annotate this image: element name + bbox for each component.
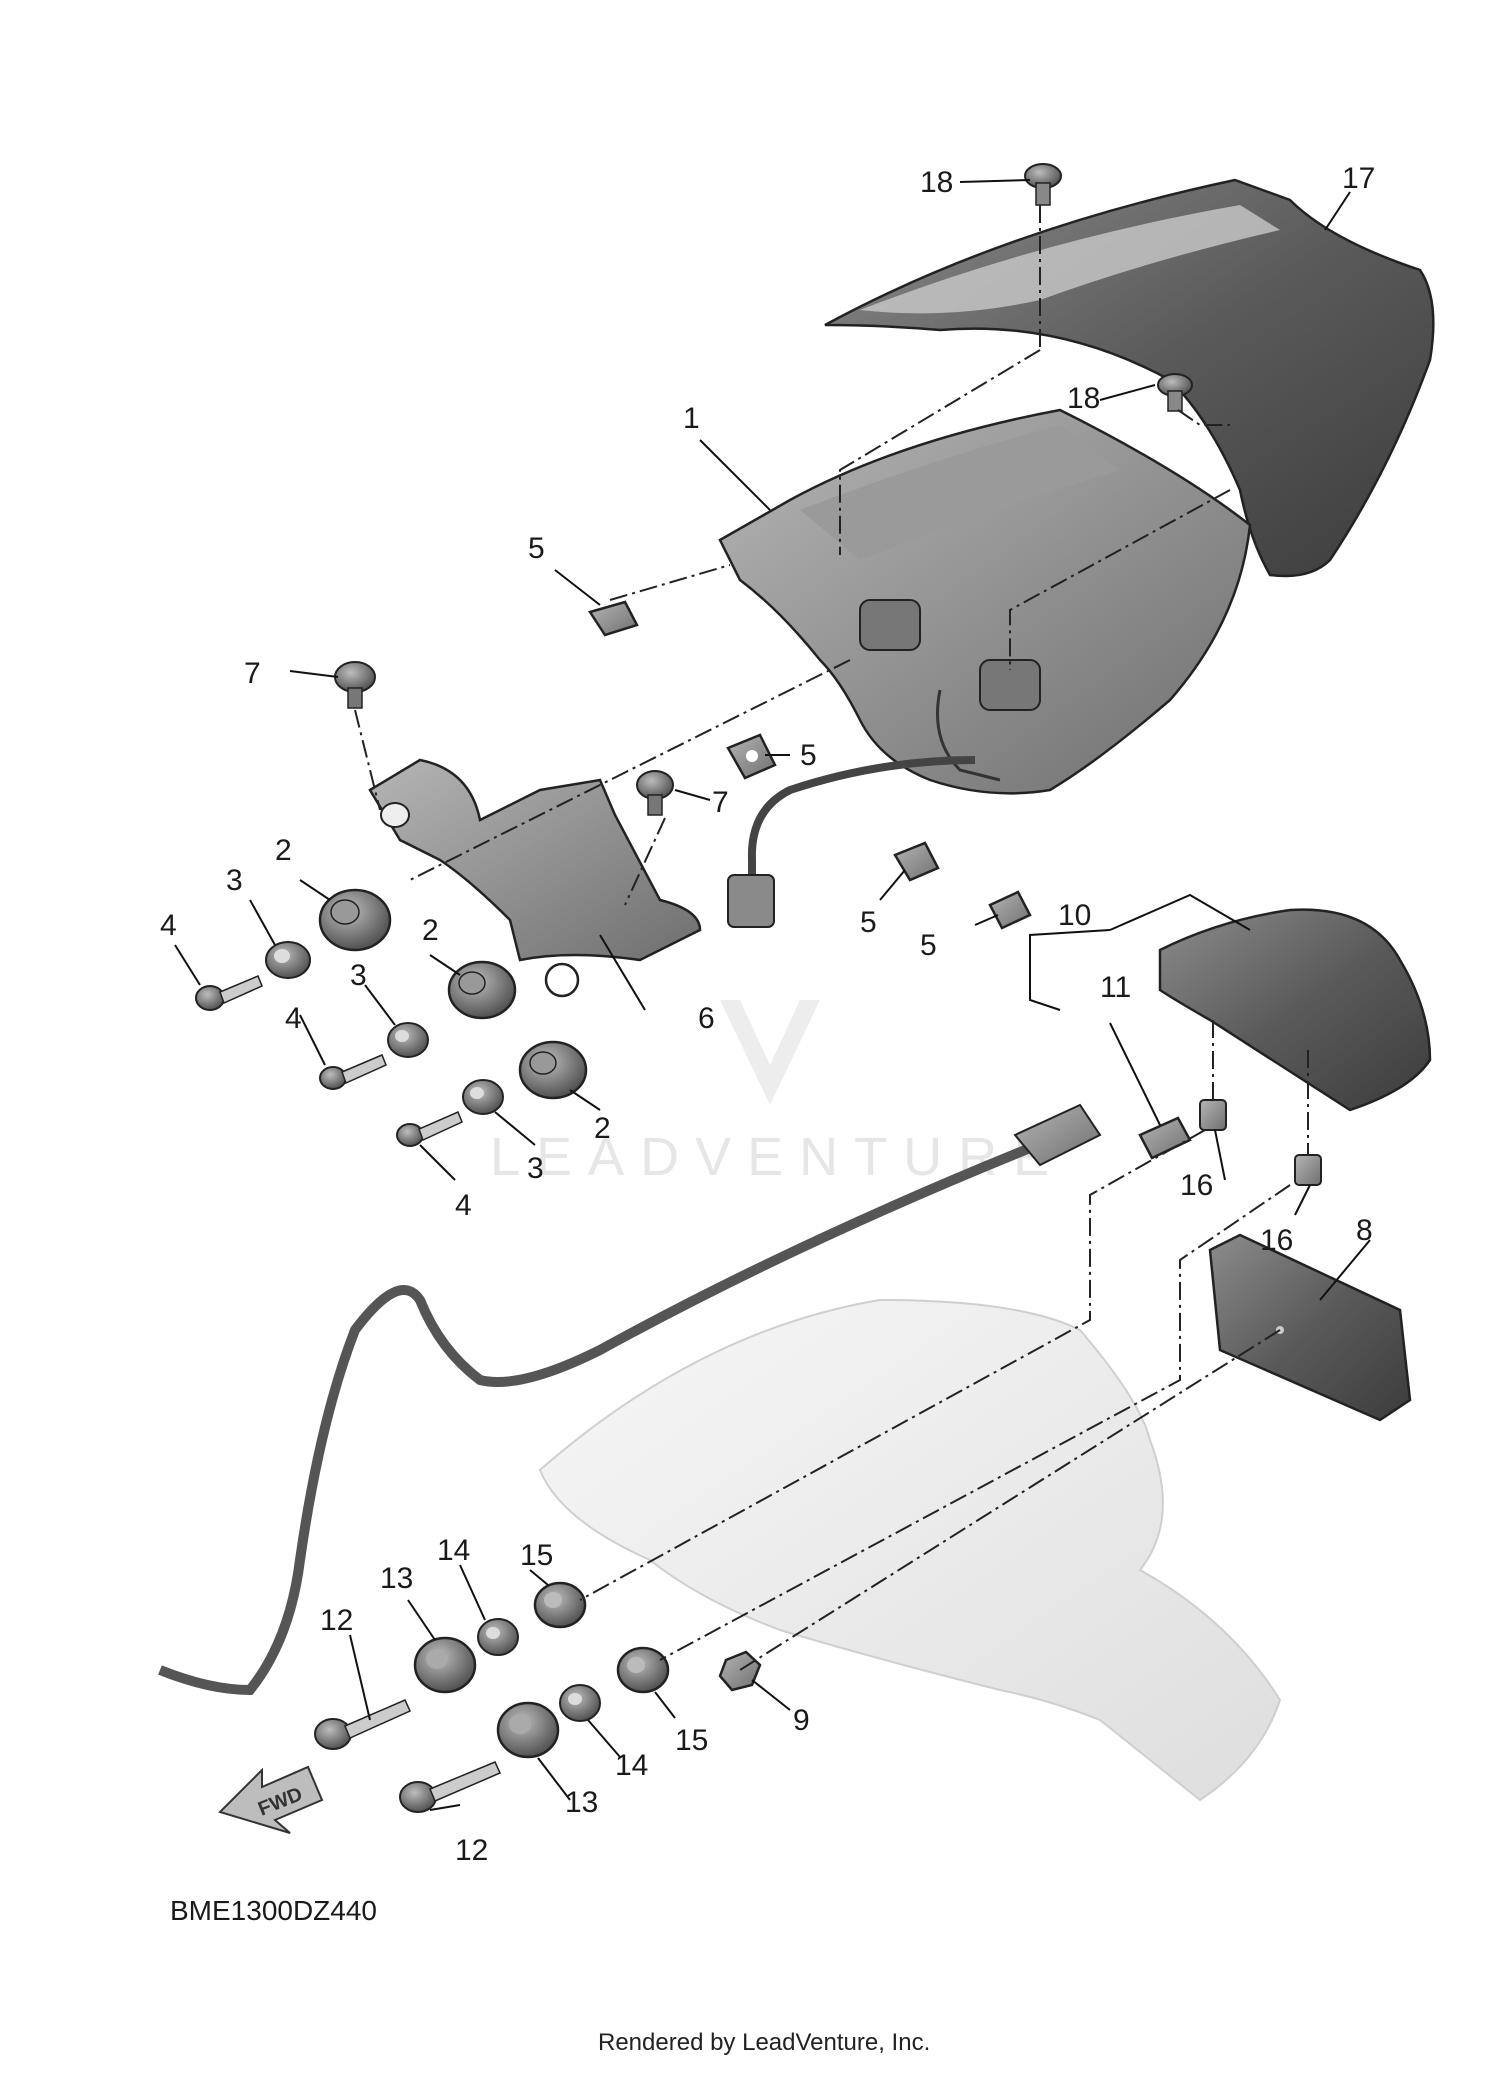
harness-connector (727, 874, 775, 928)
part-label-3a: 3 (226, 864, 243, 897)
part-label-8: 8 (1356, 1214, 1373, 1247)
damper-2a-part (318, 888, 392, 952)
part-label-4c: 4 (455, 1189, 472, 1222)
part-label-13b: 13 (565, 1786, 598, 1819)
part-label-5a: 5 (528, 532, 545, 565)
damper-14a-part (477, 1618, 519, 1656)
part-label-17: 17 (1342, 162, 1375, 195)
part-label-4a: 4 (160, 909, 177, 942)
part-label-18a: 18 (920, 166, 953, 199)
footer-credit: Rendered by LeadVenture, Inc. (598, 2029, 930, 2056)
part-label-4b: 4 (285, 1002, 302, 1035)
part-label-1: 1 (683, 402, 700, 435)
forward-arrow: FWD (218, 1765, 324, 1834)
collar-13b-part (496, 1701, 560, 1759)
grommet-16a-part (1199, 1099, 1227, 1131)
bolt-12a-part (314, 1699, 411, 1750)
harness-wire (747, 756, 976, 880)
part-label-13a: 13 (380, 1562, 413, 1595)
license-light-cable (158, 1135, 1052, 1696)
part-label-6: 6 (698, 1002, 715, 1035)
part-label-7a: 7 (244, 657, 261, 690)
part-label-3b: 3 (350, 959, 367, 992)
part-label-5d: 5 (920, 929, 937, 962)
part-label-2c: 2 (594, 1112, 611, 1145)
part-label-5c: 5 (860, 906, 877, 939)
part-label-15b: 15 (675, 1724, 708, 1757)
damper-2b-part (447, 960, 517, 1020)
damper-14b-part (559, 1684, 601, 1722)
reflector-part (1208, 1233, 1412, 1422)
part-label-14b: 14 (615, 1749, 648, 1782)
part-labels: 18 17 18 1 5 7 5 7 5 5 10 11 2 2 2 3 3 3… (160, 162, 1375, 1867)
leader-lines (174, 179, 1371, 1811)
cable-connector (1013, 1103, 1102, 1167)
collar-15a-part (533, 1581, 587, 1629)
part-label-15a: 15 (520, 1539, 553, 1572)
rivet-18a-part (1024, 163, 1062, 206)
part-label-18b: 18 (1067, 382, 1100, 415)
part-label-14a: 14 (437, 1534, 470, 1567)
collar-15b-part (616, 1646, 670, 1694)
part-label-10: 10 (1058, 899, 1091, 932)
bolt-7b-part (636, 770, 674, 816)
collar-13a-part (413, 1636, 477, 1694)
rivet-18b-part (1157, 373, 1193, 412)
part-label-3c: 3 (527, 1152, 544, 1185)
bolt-12b-part (399, 1761, 501, 1813)
bolt-4b-part (319, 1054, 387, 1090)
bulb-socket-part (1138, 1116, 1192, 1160)
collar-3b-part (387, 1022, 429, 1058)
part-label-7b: 7 (712, 786, 729, 819)
part-label-9: 9 (793, 1704, 810, 1737)
rear-cover-part (824, 178, 1435, 578)
assembly-lines (354, 205, 1309, 1671)
part-label-2b: 2 (422, 914, 439, 947)
clip-5d-part (988, 890, 1032, 930)
bracket-part (368, 758, 702, 998)
part-label-2a: 2 (275, 834, 292, 867)
bolt-4c-part (396, 1111, 463, 1147)
part-label-12b: 12 (455, 1834, 488, 1867)
clip-5c-part (893, 841, 940, 882)
part-label-12a: 12 (320, 1604, 353, 1637)
nut-9-part (718, 1650, 762, 1692)
rear-frame-part (718, 408, 1252, 795)
bolt-4a-part (195, 975, 263, 1011)
clip-5a-part (588, 600, 639, 637)
part-label-11: 11 (1100, 971, 1131, 1004)
clip-5b-part (726, 733, 777, 780)
part-label-5b: 5 (800, 739, 817, 772)
grommet-16b-part (1294, 1154, 1322, 1186)
license-light-part (1158, 908, 1432, 1112)
diagram-code: BME1300DZ440 (170, 1895, 377, 1926)
bolt-7a-part (334, 661, 376, 709)
watermark-text: LEADVENTURE (490, 1127, 1065, 1187)
watermark-logo-icon (720, 1000, 820, 1105)
part-label-16a: 16 (1180, 1169, 1213, 1202)
part-label-16b: 16 (1260, 1224, 1293, 1257)
collar-3a-part (265, 941, 311, 979)
collar-3c-part (462, 1079, 504, 1115)
mudguard-part (538, 1298, 1282, 1802)
damper-2c-part (518, 1040, 588, 1100)
